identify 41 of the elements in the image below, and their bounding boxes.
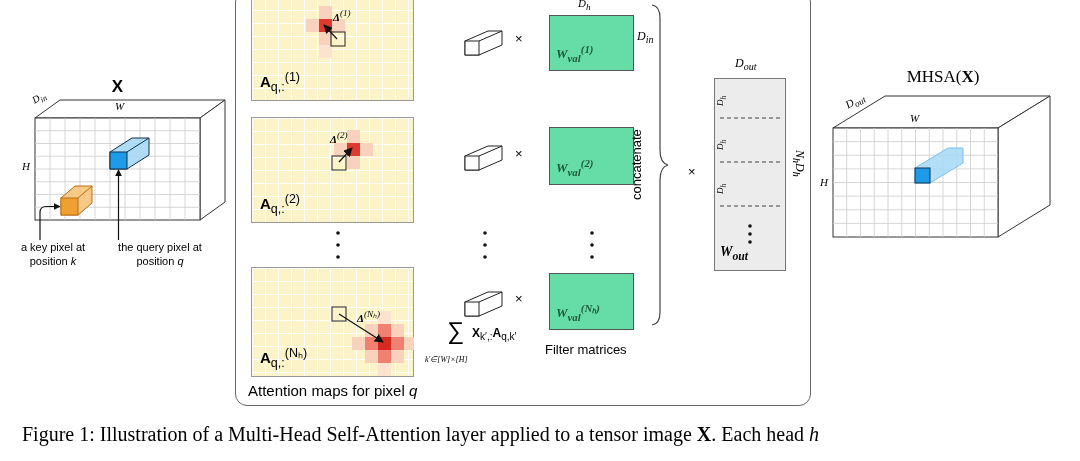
sum-symbol: ∑ — [447, 318, 465, 345]
filter-matrix — [549, 15, 634, 71]
output-matrix — [714, 78, 786, 271]
callout-text: the query pixel at position q — [104, 240, 216, 272]
dimension-label: H — [820, 176, 828, 189]
query-pixel-cube — [109, 136, 151, 170]
attention-panel — [235, 0, 811, 406]
delta-label: Δ$^{(1)}$ — [333, 8, 351, 23]
value-vector-cube — [464, 290, 504, 317]
matrix-label: W$_{out}$ — [720, 244, 748, 264]
attention-map — [251, 0, 414, 101]
leader-arrow — [115, 169, 122, 241]
leader-arrow — [39, 203, 61, 241]
multiply-sign: × — [515, 32, 523, 47]
attention-map — [251, 267, 414, 377]
dimension-label: D$_{h}$ — [578, 0, 591, 13]
figure-caption: Figure 1: Illustration of a Multi-Head Self-Attention layer applied to a tensor image X. Each head h — [22, 423, 819, 445]
delta-label: Δ$^{(2)}$ — [330, 130, 348, 145]
value-vector-cube — [464, 144, 504, 171]
dimension-label: W — [115, 100, 125, 113]
multiply-sign: × — [515, 292, 523, 307]
dimension-label: D$_{out}$ — [735, 57, 757, 73]
key-pixel-cube — [60, 184, 94, 216]
delta-label: Δ$^{(Nₕ)}$ — [357, 309, 381, 324]
attention-map — [251, 117, 414, 223]
panel-caption: Attention maps for pixel q — [248, 382, 418, 399]
sum-formula: X$_{k′,:}$A$_{q,k′}$ — [472, 327, 517, 343]
filter-matrix — [549, 273, 634, 330]
value-vector-cube — [464, 29, 504, 56]
section-label: Filter matrices — [545, 343, 627, 358]
sum-subscript: k′∈[W]×[H] — [425, 356, 468, 365]
tensor-title: X — [110, 78, 125, 97]
multiply-sign: × — [688, 165, 696, 180]
brace-label: concatenate — [630, 129, 645, 200]
dimension-label: W — [910, 112, 920, 125]
dimension-label: D$_{in}$ — [637, 30, 654, 46]
multiply-sign: × — [515, 147, 523, 162]
filter-matrix — [549, 127, 634, 185]
tensor-title: MHSA(X) — [905, 68, 981, 87]
dimension-label: H — [22, 160, 30, 173]
callout-text: a key pixel at position k — [3, 240, 103, 272]
